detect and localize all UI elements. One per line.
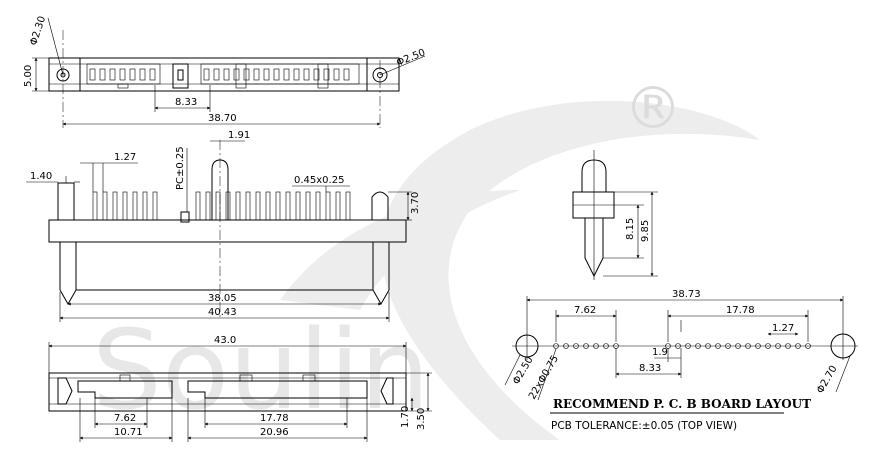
dim-pin-offset: 1.40	[30, 171, 52, 182]
dim-pcb-overall: 38.73	[672, 289, 701, 300]
pcb-layout-subtitle: PCB TOLERANCE:±0.05 (TOP VIEW)	[551, 420, 737, 432]
dim-right-pitch-span: 17.78	[260, 413, 289, 424]
watermark-registered-mark: ®	[624, 74, 682, 142]
dim-post-height: 3.70	[410, 192, 421, 214]
dim-inner-length: 38.05	[208, 293, 237, 304]
pcb-layout-title: RECOMMEND P. C. B BOARD LAYOUT	[553, 397, 811, 411]
dim-step-height: 1.70	[400, 406, 411, 428]
pin-detail: 8.15 9.85	[572, 150, 658, 280]
dim-pcb-left-span: 7.62	[574, 305, 596, 316]
dim-pcb-offset: 8.33	[639, 363, 661, 374]
dim-right-opening: 20.96	[260, 427, 289, 438]
dim-overall-top: 38.70	[208, 113, 237, 124]
top-view: Φ2.30 Φ2.50 5.00 8.33 38.70	[23, 15, 427, 128]
dim-pcb-gap: 1.9	[652, 347, 668, 358]
dim-outer-length: 40.43	[208, 307, 237, 318]
watermark-brand: Soulin	[92, 306, 430, 434]
dim-pin-length: 9.85	[640, 220, 651, 242]
dim-pcb-mount-hole-left: Φ2.50	[511, 355, 536, 387]
dim-centerline: PC±0.25	[175, 146, 186, 190]
dim-pin-hole-left: Φ2.30	[28, 15, 48, 47]
dim-tail-length: 8.15	[625, 218, 636, 240]
dim-offset: 8.33	[175, 97, 197, 108]
dim-left-opening: 10.71	[114, 427, 143, 438]
dim-pin-section: 0.45x0.25	[294, 175, 344, 186]
dim-mount-hole-right: Φ2.50	[395, 47, 427, 68]
dim-overall-front: 43.0	[214, 335, 236, 346]
watermark: Soulin ®	[92, 74, 760, 440]
dim-body-height: 3.50	[416, 408, 427, 430]
dim-center-offset: 1.91	[228, 130, 250, 141]
dim-pcb-mount-hole-right: Φ2.70	[815, 364, 840, 396]
dim-pcb-pitch: 1.27	[772, 323, 794, 334]
dim-height: 5.00	[23, 65, 34, 87]
side-view: 1.40 1.27 PC±0.25 1.91 0.45x0.25 3.70 38…	[26, 130, 421, 322]
pcb-layout: 38.73 7.62 17.78 1.27 1.9 8.33 Φ2.50 22x…	[504, 289, 858, 432]
dim-pitch-side: 1.27	[114, 152, 136, 163]
front-view: 43.0 7.62 10.71 17.78 20.96 1.70 3.50	[48, 335, 432, 442]
dim-left-pitch-span: 7.62	[114, 413, 136, 424]
dim-pcb-right-span: 17.78	[726, 305, 755, 316]
